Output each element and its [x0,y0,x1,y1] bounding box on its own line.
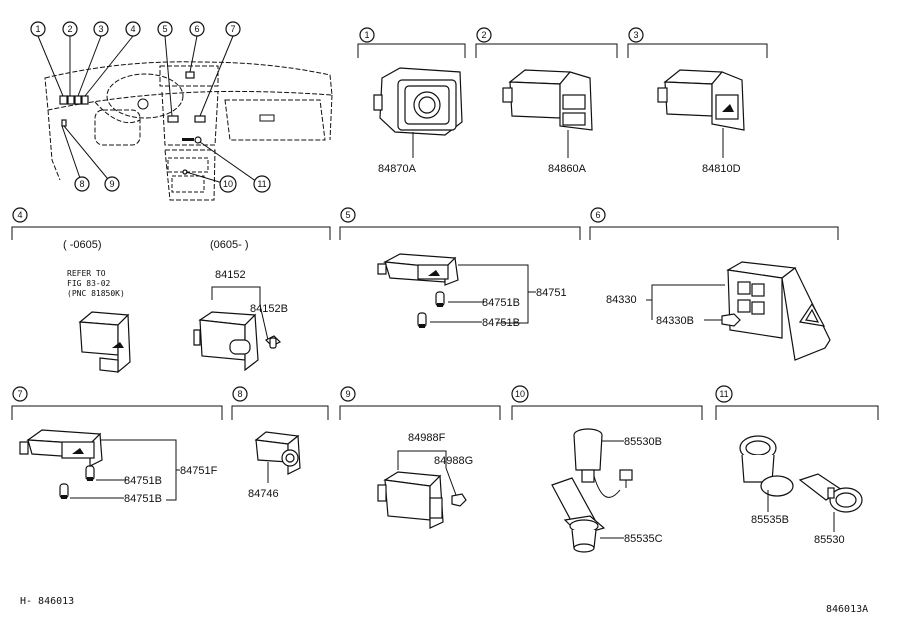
section-6: 6 84330 84330B [589,207,839,361]
section-8: 8 84746 [231,386,329,500]
svg-text:2: 2 [67,24,72,34]
svg-text:8: 8 [79,179,84,189]
part-84751B-a[interactable]: 84751B [482,297,520,309]
bulb-icon [721,313,741,327]
knob-switch-icon [254,431,301,475]
part-84751B-b[interactable]: 84751B [482,317,520,329]
bulb-icon [435,291,445,307]
rheostat-switch-icon [193,311,259,372]
ashtray-socket-icon [551,477,606,553]
svg-text:4: 4 [17,210,22,220]
svg-text:11: 11 [719,389,728,399]
part-84751[interactable]: 84751 [536,287,567,299]
part-85535B[interactable]: 85535B [751,514,789,526]
svg-text:2: 2 [481,30,486,40]
svg-text:10: 10 [223,179,233,189]
section-7: 7 84751F 84751B 84751B [11,386,223,505]
svg-text:11: 11 [257,179,266,189]
callout-11[interactable]: 11 [253,175,271,193]
seat-heater-switch-icon [377,253,459,286]
callout-9[interactable]: 9 [104,176,120,192]
dashboard-overview [37,35,333,201]
bulb-icon [451,493,467,507]
part-84751B-d[interactable]: 84751B [124,493,162,505]
callout-10[interactable]: 10 [219,175,237,193]
cigarette-lighter-icon [573,428,633,498]
section-2: 2 84860A [475,27,618,175]
bulb-icon [59,483,69,499]
seat-heater-switch-icon [19,429,103,467]
outlet-socket-icon [798,473,863,513]
mirror-switch-icon [373,67,463,136]
section-9: 9 84988F 84988G [339,386,501,529]
callout-7[interactable]: 7 [225,21,241,37]
overview-callouts: 1 2 3 4 5 6 7 8 9 10 11 [30,21,271,193]
part-85535C[interactable]: 85535C [624,533,663,545]
svg-text:3: 3 [633,30,638,40]
svg-text:( -0605): ( -0605) [63,239,102,251]
power-outlet-icon [739,435,794,497]
bulb-icon [85,465,95,481]
bulb-icon [264,335,282,349]
callout-4[interactable]: 4 [125,21,141,37]
footer-right-code: 846013A [826,604,869,615]
rocker-switch-icon [502,69,593,131]
part-84988G[interactable]: 84988G [434,455,473,467]
svg-text:6: 6 [194,24,199,34]
footer-left-code: H- 846013 [20,596,75,607]
part-84988F[interactable]: 84988F [408,432,446,444]
svg-text:9: 9 [345,389,350,399]
callout-8[interactable]: 8 [74,176,90,192]
mode-switch-icon [377,471,444,529]
section-5: 5 84751 84751B 84751B [339,207,581,329]
hazard-switch-icon [726,261,831,361]
part-84751F[interactable]: 84751F [180,465,218,477]
svg-text:1: 1 [364,30,369,40]
svg-text:7: 7 [17,389,22,399]
svg-text:7: 7 [230,24,235,34]
svg-text:5: 5 [162,24,167,34]
section-10: 10 85530B 85535C [511,385,703,553]
part-84152[interactable]: 84152 [215,269,246,281]
svg-text:9: 9 [109,179,114,189]
svg-text:6: 6 [595,210,600,220]
svg-text:FIG 83-02: FIG 83-02 [67,279,111,288]
part-84860A[interactable]: 84860A [548,163,587,175]
svg-text:(0605- ): (0605- ) [210,239,249,251]
svg-text:4: 4 [130,24,135,34]
section-3: 3 84810D [627,27,768,175]
dimmer-switch-icon [78,311,131,374]
part-84810D[interactable]: 84810D [702,163,741,175]
svg-text:1: 1 [35,24,40,34]
callout-5[interactable]: 5 [157,21,173,37]
callout-6[interactable]: 6 [189,21,205,37]
callout-1[interactable]: 1 [30,21,46,37]
section-11: 11 85535B 85530 [715,385,879,546]
part-84330B[interactable]: 84330B [656,315,694,327]
part-84751B-c[interactable]: 84751B [124,475,162,487]
svg-text:5: 5 [345,210,350,220]
part-84152B[interactable]: 84152B [250,303,288,315]
seat-heater-switch-icon [657,69,745,131]
callout-3[interactable]: 3 [93,21,109,37]
part-84870A[interactable]: 84870A [378,163,417,175]
section-4: 4 ( -0605) (0605- ) REFER TO FIG 83-02 (… [11,207,331,374]
svg-text:3: 3 [98,24,103,34]
section-1: 1 84870A [357,27,466,175]
svg-text:(PNC 81850K): (PNC 81850K) [67,289,125,298]
part-85530B[interactable]: 85530B [624,436,662,448]
svg-text:REFER TO: REFER TO [67,269,106,278]
svg-text:10: 10 [515,389,525,399]
part-84746[interactable]: 84746 [248,488,279,500]
part-84330[interactable]: 84330 [606,294,637,306]
callout-2[interactable]: 2 [62,21,78,37]
part-85530[interactable]: 85530 [814,534,845,546]
svg-text:8: 8 [237,389,242,399]
bulb-icon [417,312,427,328]
